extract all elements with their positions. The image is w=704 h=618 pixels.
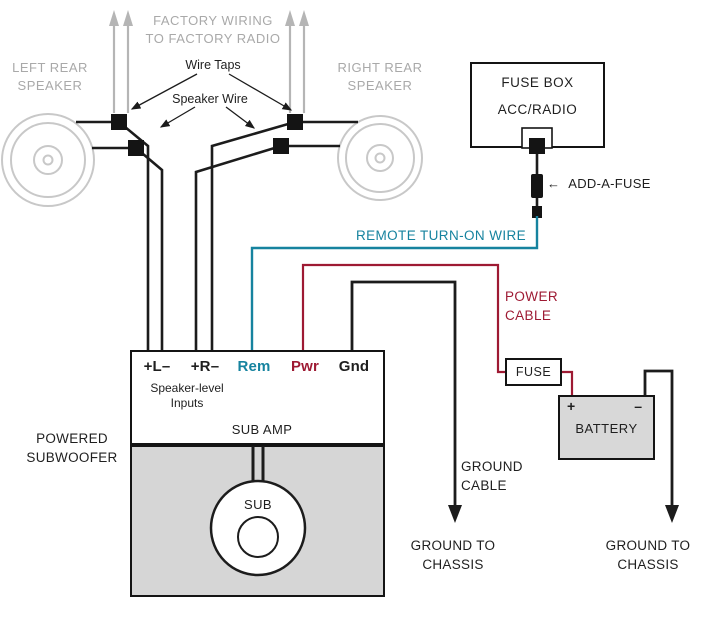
powered-subwoofer-label: POWERED SUBWOOFER (26, 431, 118, 465)
add-a-fuse-label: ADD-A-FUSE (568, 176, 651, 191)
add-a-fuse-callout: ← ADD-A-FUSE (547, 175, 651, 193)
left-rear-speaker-icon (1, 113, 95, 207)
sub-driver-label: SUB (244, 497, 272, 512)
right-rear-speaker-label: RIGHT REAR SPEAKER (337, 60, 423, 93)
amp-terminal-ground: Gnd (338, 358, 370, 375)
fuse-box-slot-acc-radio: ACC/RADIO (497, 102, 578, 117)
battery-label: BATTERY (575, 421, 638, 436)
right-rear-speaker-icon (337, 115, 423, 201)
amp-terminal-right-input: +R– (190, 358, 220, 375)
battery-plus-terminal: + (567, 398, 576, 414)
battery-box: + – BATTERY (558, 395, 655, 460)
ground-to-chassis-right-label: GROUND TO CHASSIS (605, 538, 691, 572)
wire-tap-icons (111, 114, 303, 156)
power-cable-label: POWER CABLE (505, 289, 559, 323)
ground-to-chassis-left-label: GROUND TO CHASSIS (410, 538, 496, 572)
speaker-level-inputs-label: Speaker-level Inputs (150, 381, 224, 410)
ground-cable-label: GROUND CABLE (461, 459, 523, 493)
speaker-wires (76, 120, 358, 350)
inline-fuse-label: FUSE (515, 365, 552, 379)
sub-amp-box: +L– +R– Rem Pwr Gnd Speaker-level Inputs… (130, 350, 385, 445)
remote-turn-on-wire-label: REMOTE TURN-ON WIRE (355, 228, 527, 243)
factory-wiring-label: FACTORY WIRING TO FACTORY RADIO (145, 13, 281, 46)
left-rear-speaker-label: LEFT REAR SPEAKER (12, 60, 88, 93)
speaker-wire-pointer-arrows-icon (159, 106, 256, 129)
amp-terminal-left-input: +L– (143, 358, 171, 375)
amp-terminal-remote: Rem (237, 358, 271, 375)
add-a-fuse-holder-icon (531, 154, 543, 218)
fuse-box-title: FUSE BOX (501, 75, 574, 90)
battery-minus-terminal: – (634, 398, 642, 414)
inline-fuse-box: FUSE (505, 358, 562, 386)
sub-amp-label: SUB AMP (231, 422, 293, 437)
subwoofer-enclosure (130, 445, 385, 597)
left-arrow-icon: ← (547, 176, 561, 191)
fuse-box: FUSE BOX ACC/RADIO (470, 62, 605, 148)
wire-taps-label: Wire Taps (185, 58, 241, 72)
speaker-wire-label: Speaker Wire (172, 92, 248, 106)
amp-terminal-power: Pwr (290, 358, 320, 375)
